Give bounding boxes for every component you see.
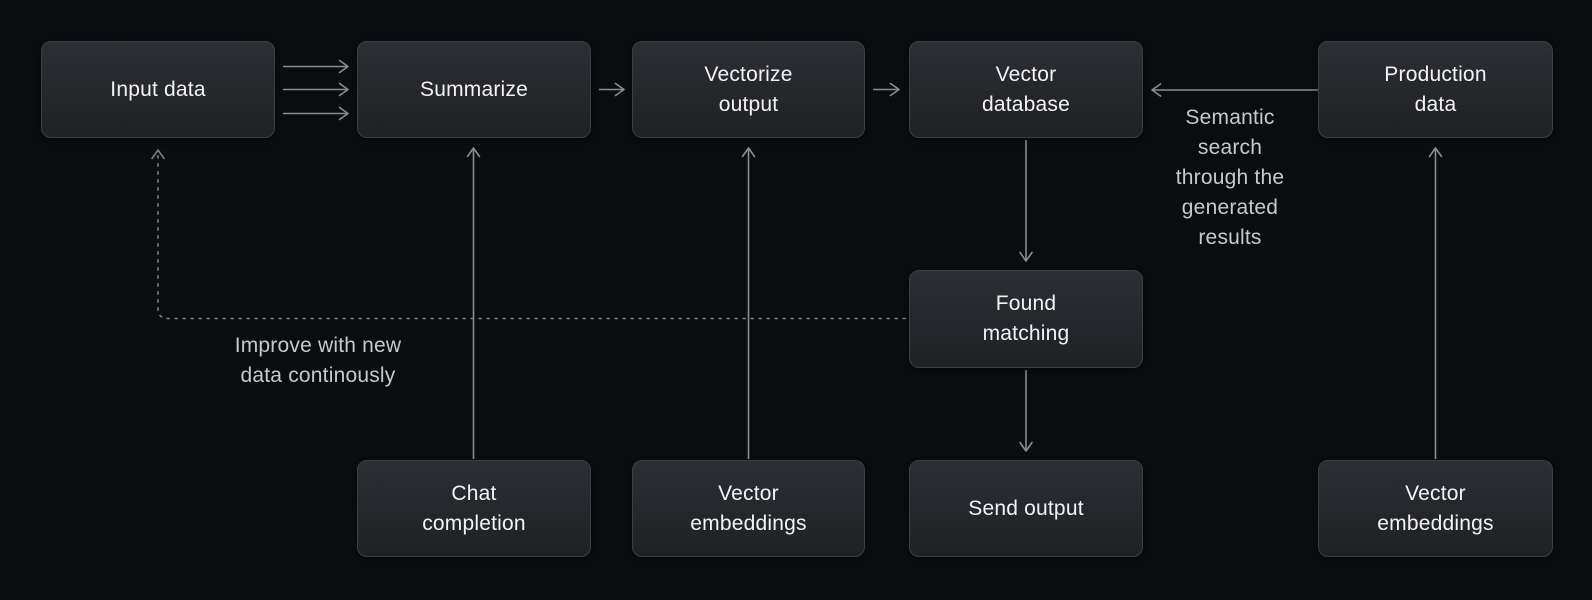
- semantic-search-label: Semantic search through the generated re…: [1175, 106, 1285, 249]
- node-label-input-data: Input data: [110, 77, 206, 101]
- node-production-data: Production data: [1318, 41, 1553, 138]
- node-label-vectorize-output: Vectorize output: [704, 62, 793, 116]
- node-label-vector-database: Vector database: [981, 62, 1070, 116]
- node-summarize: Summarize: [357, 41, 591, 138]
- node-label-chat-completion: Chat completion: [422, 481, 526, 535]
- node-send-output: Send output: [909, 460, 1143, 557]
- node-found-matching: Found matching: [909, 270, 1143, 368]
- node-label-send-output: Send output: [968, 496, 1084, 520]
- node-vector-embeddings-1: Vector embeddings: [632, 460, 865, 557]
- node-vector-embeddings-2: Vector embeddings: [1318, 460, 1553, 557]
- node-label-vector-embeddings-1: Vector embeddings: [690, 481, 807, 535]
- edge-foundmatching-inputdata-loop: [151, 149, 906, 320]
- improve-label: Improve with new data continously: [234, 334, 402, 387]
- node-label-found-matching: Found matching: [982, 292, 1070, 345]
- node-chat-completion: Chat completion: [357, 460, 591, 557]
- node-label-production-data: Production data: [1384, 62, 1487, 116]
- node-vector-database: Vector database: [909, 41, 1143, 138]
- node-label-summarize: Summarize: [420, 77, 528, 101]
- node-input-data: Input data: [41, 41, 275, 138]
- node-label-vector-embeddings-2: Vector embeddings: [1377, 481, 1494, 535]
- node-vectorize-output: Vectorize output: [632, 41, 865, 138]
